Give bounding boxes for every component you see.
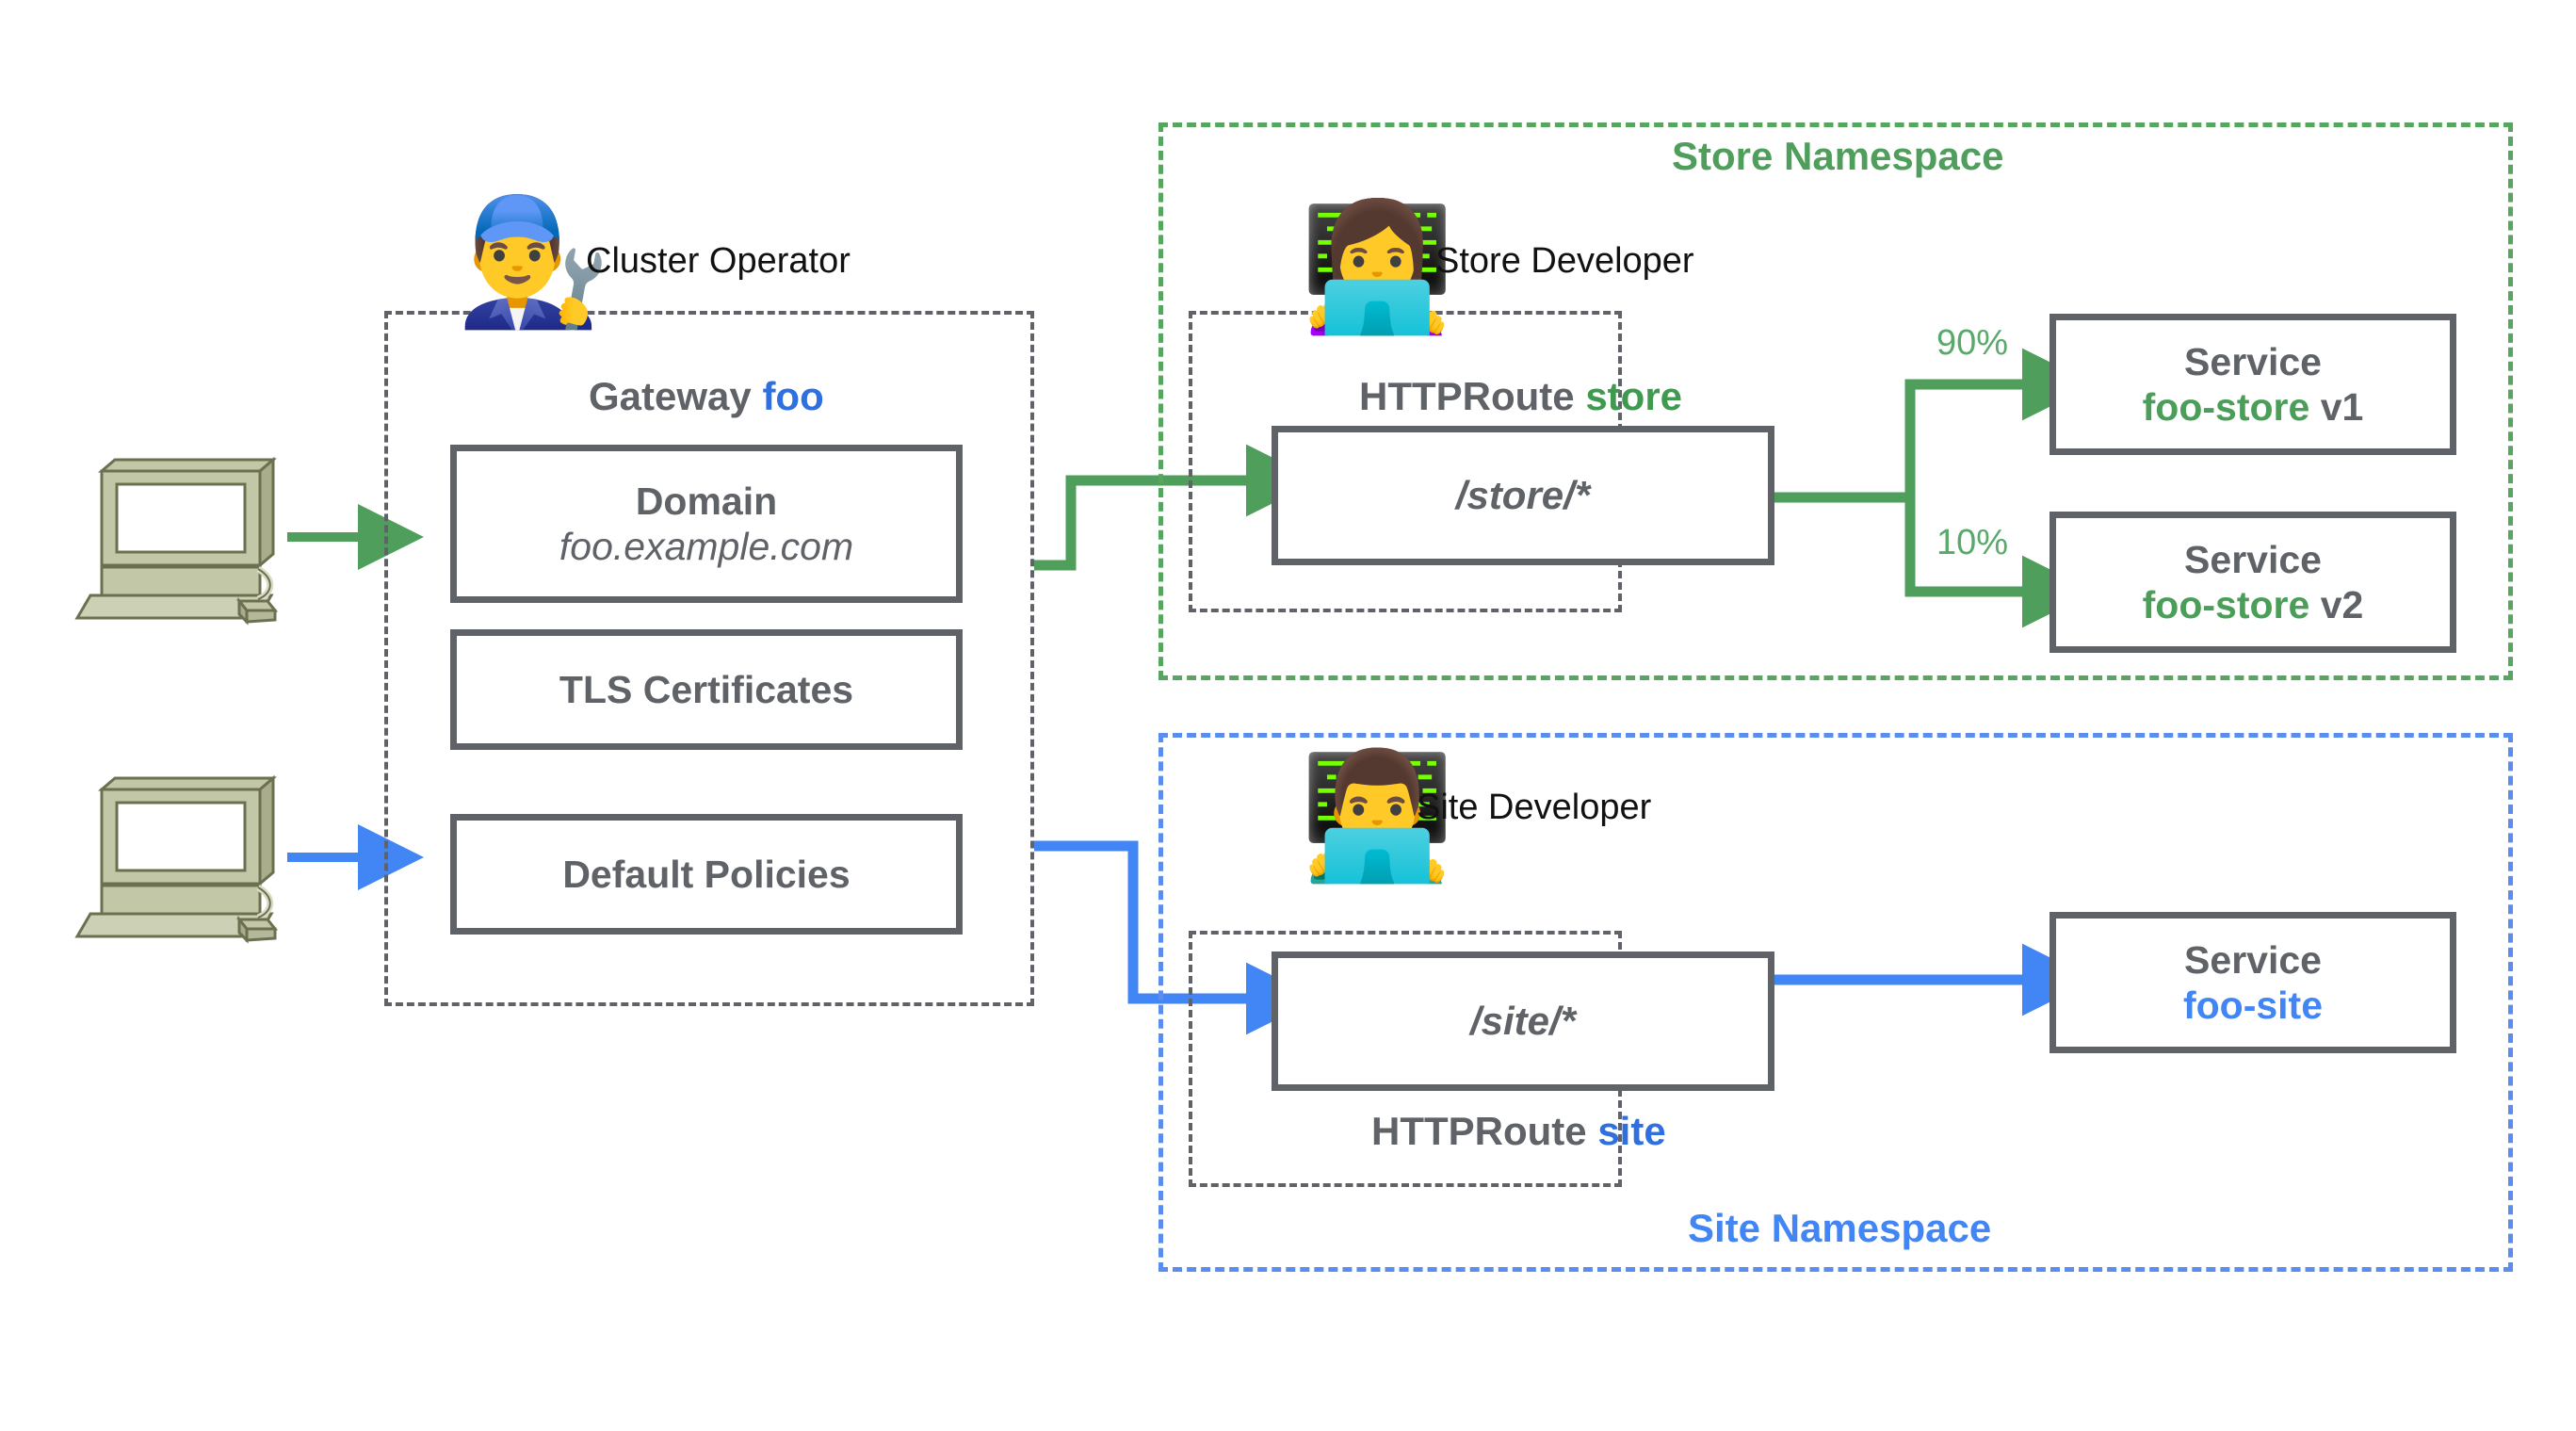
woman-technologist-emoji: 👩‍💻 <box>1300 195 1455 340</box>
store-route-match-box[interactable]: /store/* <box>1272 426 1774 565</box>
store-namespace-label: Store Namespace <box>1672 134 2004 178</box>
gateway-title-accent: foo <box>762 374 824 418</box>
store-weight-v2: 10% <box>1936 523 2009 562</box>
gateway-resource-tls[interactable]: TLS Certificates <box>450 629 963 750</box>
service-label: Service <box>2184 937 2322 982</box>
site-developer-label: Site Developer <box>1417 788 1652 827</box>
man-mechanic-emoji: 👨‍🔧 <box>456 189 611 334</box>
service-foo-site[interactable]: Service foo-site <box>2049 912 2456 1053</box>
domain-label: Domain <box>635 479 778 523</box>
store-weight-v1: 90% <box>1936 323 2009 363</box>
domain-value: foo.example.com <box>559 525 854 568</box>
site-route-match: /site/* <box>1469 999 1577 1043</box>
gateway-resource-domain[interactable]: Domain foo.example.com <box>450 445 963 603</box>
policies-label: Default Policies <box>562 852 851 896</box>
cluster-operator-label: Cluster Operator <box>586 241 851 281</box>
gateway-resource-policies[interactable]: Default Policies <box>450 814 963 935</box>
tls-label: TLS Certificates <box>559 667 854 711</box>
store-route-title-prefix: HTTPRoute <box>1359 374 1575 418</box>
site-namespace-label: Site Namespace <box>1688 1206 1992 1250</box>
site-namespace-frame <box>1158 733 2513 1272</box>
site-route-title-prefix: HTTPRoute <box>1371 1109 1587 1153</box>
service-name: foo-site <box>2182 984 2324 1027</box>
site-route-title: HTTPRoute site <box>1371 1112 1666 1151</box>
gateway-title: Gateway foo <box>589 377 824 416</box>
store-route-title-accent: store <box>1585 374 1683 418</box>
service-foo-store-v2[interactable]: Service foo-store v2 <box>2049 512 2456 653</box>
service-name: foo-store <box>2142 583 2310 626</box>
service-foo-store-v1[interactable]: Service foo-store v1 <box>2049 314 2456 455</box>
gateway-frame <box>384 311 1034 1006</box>
site-route-title-accent: site <box>1597 1109 1666 1153</box>
store-route-match: /store/* <box>1455 473 1591 517</box>
service-label: Service <box>2184 339 2322 383</box>
store-route-title: HTTPRoute store <box>1359 377 1682 416</box>
site-route-match-box[interactable]: /site/* <box>1272 951 1774 1091</box>
desktop-computer-icon <box>74 456 279 626</box>
man-technologist-emoji: 👨‍💻 <box>1300 743 1455 888</box>
service-label: Service <box>2184 537 2322 581</box>
desktop-computer-icon <box>74 774 279 944</box>
service-version: v1 <box>2320 385 2364 429</box>
gateway-title-prefix: Gateway <box>589 374 752 418</box>
store-namespace-frame <box>1158 122 2513 680</box>
store-developer-label: Store Developer <box>1435 241 1694 281</box>
service-version: v2 <box>2320 583 2364 626</box>
service-name: foo-store <box>2142 385 2310 429</box>
